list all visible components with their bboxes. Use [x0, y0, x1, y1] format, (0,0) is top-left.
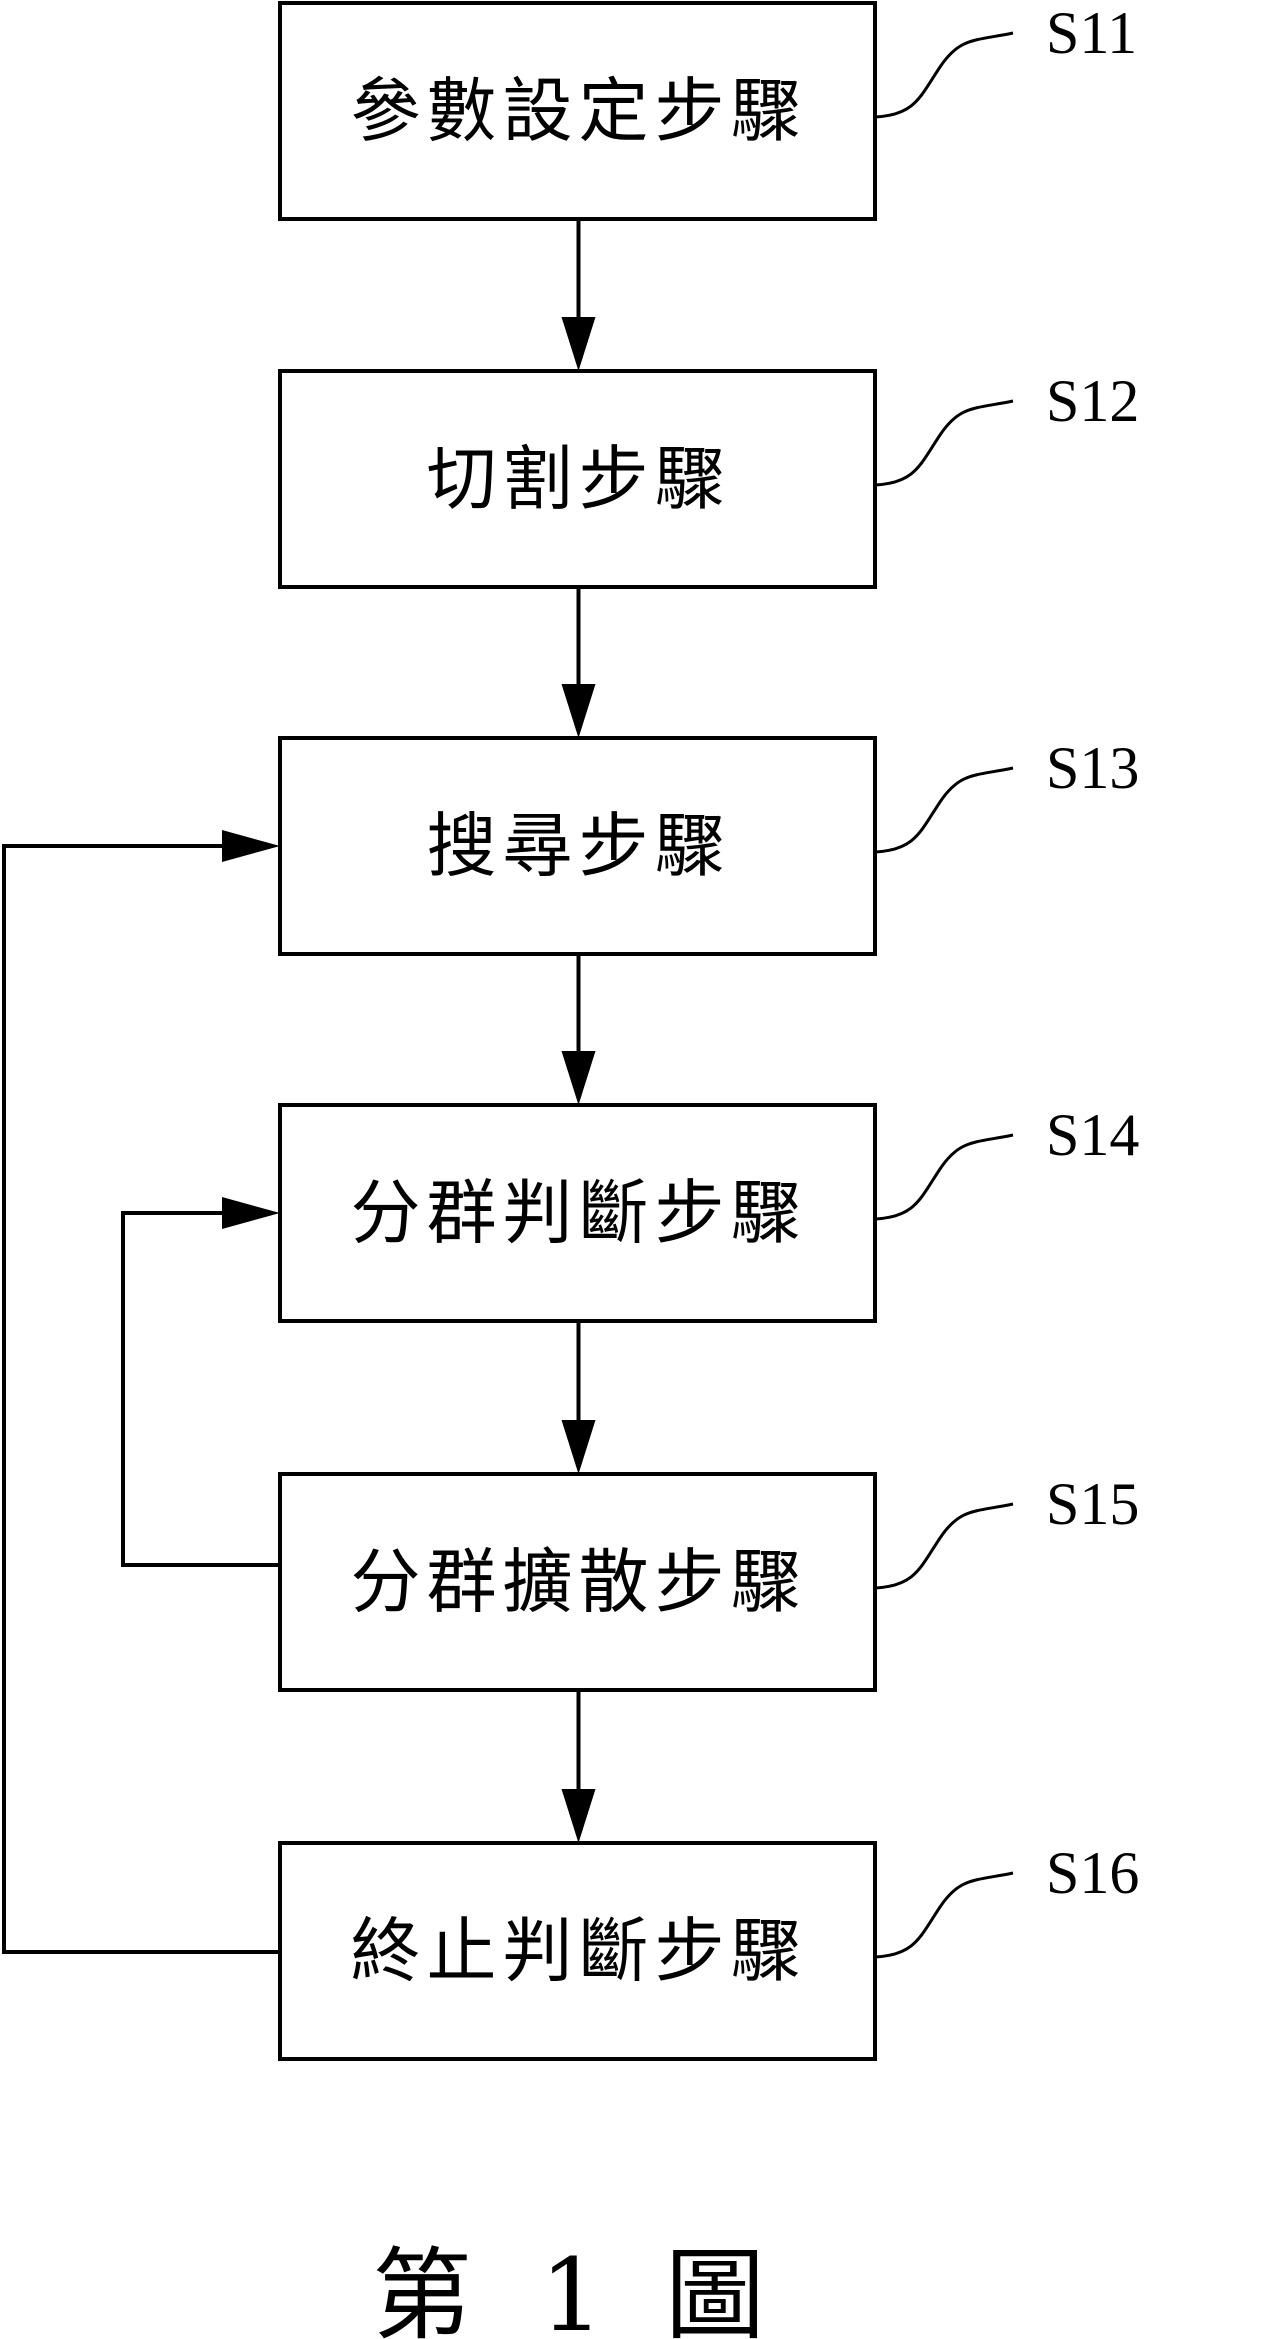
leader-line	[874, 1871, 1014, 1959]
step-s15: 分群擴散步驟	[278, 1472, 877, 1692]
step-id-label: S11	[1046, 0, 1137, 66]
step-label: 搜尋步驟	[427, 805, 731, 887]
step-label: 分群擴散步驟	[351, 1541, 807, 1623]
step-s13: 搜尋步驟	[278, 736, 877, 956]
step-s14: 分群判斷步驟	[278, 1103, 877, 1323]
feedback-arrow-s16-s13	[2, 844, 280, 1954]
arrowhead-down-icon	[561, 317, 596, 371]
caption-suffix: 圖	[665, 2237, 765, 2339]
arrowhead-down-icon	[561, 1420, 596, 1474]
step-s11: 參數設定步驟	[278, 1, 877, 221]
step-id-label: S16	[1046, 1840, 1139, 1906]
step-label: 分群判斷步驟	[351, 1172, 807, 1254]
arrowhead-right-icon	[222, 830, 280, 862]
step-s16: 終止判斷步驟	[278, 1841, 877, 2061]
arrowhead-down-icon	[561, 1051, 596, 1105]
leader-line	[874, 1502, 1014, 1590]
step-s12: 切割步驟	[278, 369, 877, 589]
step-id-label: S14	[1046, 1102, 1139, 1168]
step-label: 終止判斷步驟	[351, 1910, 807, 1992]
arrowhead-down-icon	[561, 1789, 596, 1843]
step-id-label: S12	[1046, 368, 1139, 434]
figure-caption: 第 1 圖	[372, 2237, 765, 2339]
step-id-label: S13	[1046, 735, 1139, 801]
caption-number: 1	[540, 2237, 604, 2339]
leader-line	[874, 31, 1014, 119]
arrowhead-down-icon	[561, 684, 596, 738]
step-label: 切割步驟	[427, 438, 731, 520]
leader-line	[874, 766, 1014, 854]
leader-line	[874, 399, 1014, 487]
caption-prefix: 第	[372, 2237, 472, 2339]
leader-line	[874, 1133, 1014, 1221]
feedback-arrow-s15-s14	[121, 1211, 280, 1567]
step-id-label: S15	[1046, 1471, 1139, 1537]
step-label: 參數設定步驟	[351, 70, 807, 152]
arrowhead-right-icon	[222, 1197, 280, 1229]
flow-arrows	[2, 219, 596, 1954]
